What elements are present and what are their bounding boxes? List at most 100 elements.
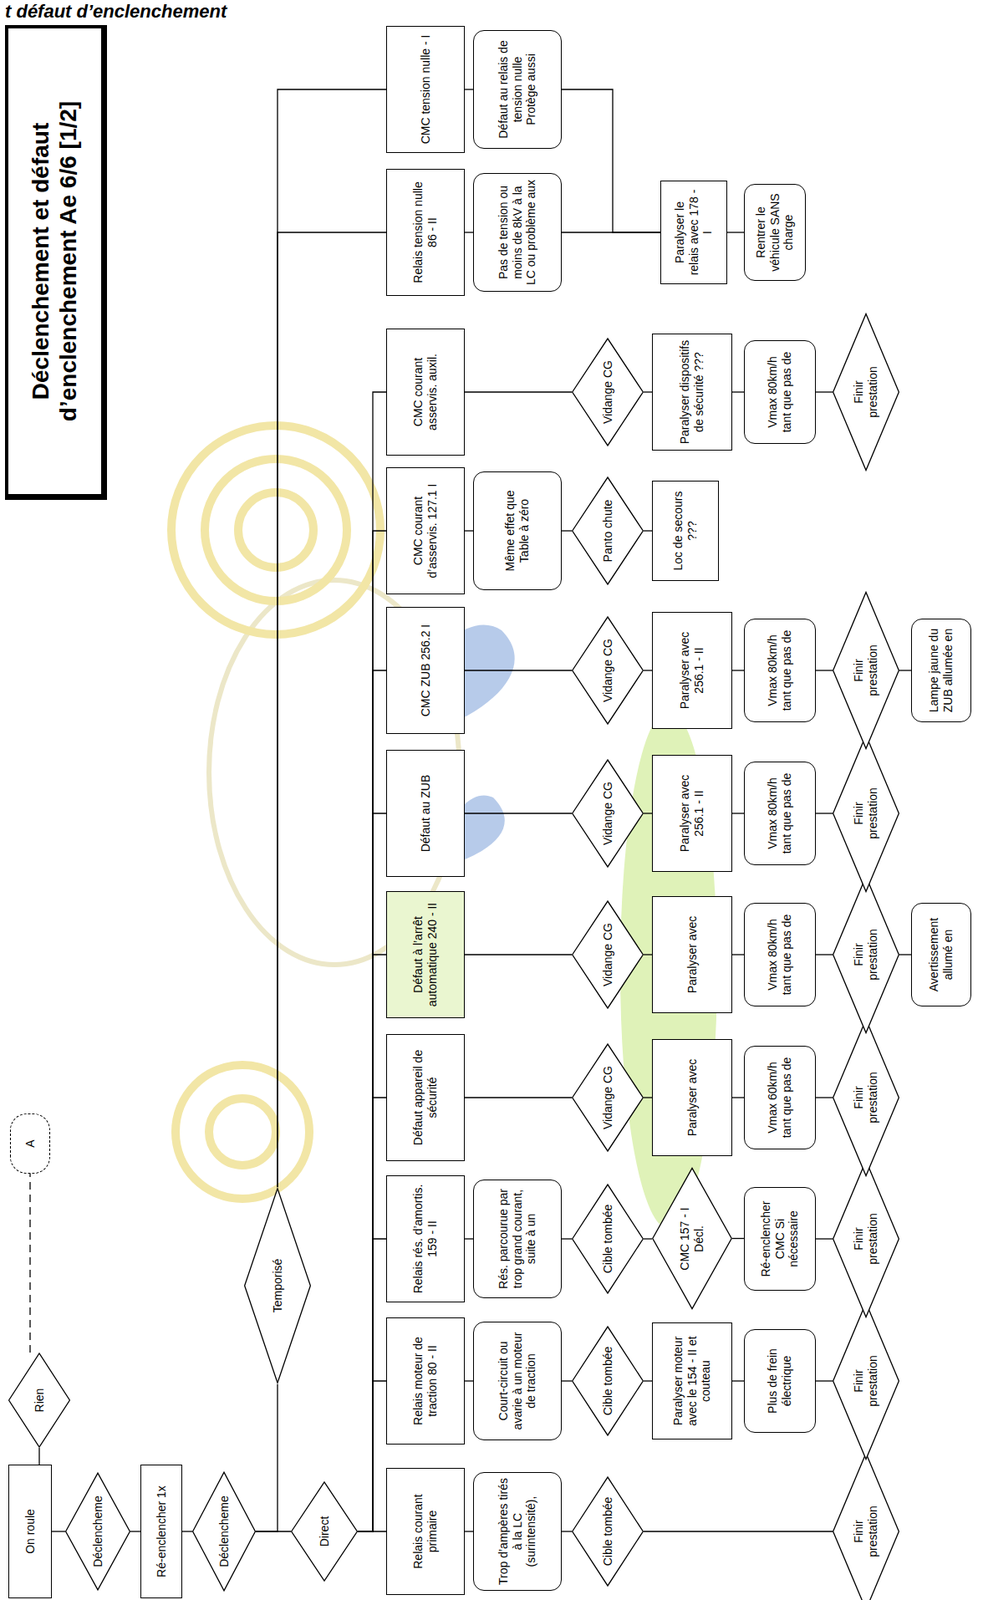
node-text: Ré-enclencher CMC Si nécessaire	[758, 1192, 801, 1285]
decision-diamond: Finir prestation	[832, 733, 900, 893]
node-text: CMC ZUB 256.2 I	[418, 624, 433, 717]
node-text: Direct	[317, 1516, 332, 1548]
text-stack: Vidange CG	[601, 781, 616, 846]
node-text: Finir prestation	[851, 1347, 881, 1415]
node-text: Paralyser dispositifs de sécurité ???	[677, 339, 707, 445]
decision-diamond: Cible tombée	[571, 1476, 644, 1587]
diamond-outline	[572, 1326, 644, 1436]
text-stack: Panto chute	[601, 499, 616, 563]
horn-curl	[208, 1098, 276, 1166]
connector	[643, 391, 652, 393]
connector	[464, 669, 572, 671]
node-text: Relais rés. d’amortis. 159 - II	[411, 1181, 440, 1297]
node-text: Paralyser le relais avec 178 - I	[672, 186, 715, 279]
text-stack: CMC courant asservis. auxil.	[411, 334, 440, 450]
text-stack: Paralyser le relais avec 178 - I	[672, 186, 715, 279]
node-text: Panto chute	[601, 499, 616, 563]
node-text: A	[23, 1139, 38, 1147]
note-box: Lampe jaune du ZUB allumée en	[911, 618, 972, 723]
connector	[732, 669, 744, 671]
node-text: Finir prestation	[851, 1064, 881, 1131]
diamond-outline	[193, 1471, 256, 1591]
connector	[277, 232, 387, 1187]
connector	[643, 953, 652, 955]
process-box: Paralyser avec	[651, 1039, 733, 1157]
text-stack: Ré-enclencher 1x	[154, 1485, 169, 1578]
text-stack: Trop d’ampères tirés à la LC (surintensi…	[496, 1477, 539, 1585]
text-stack: Finir prestation	[851, 1205, 881, 1273]
connector	[357, 670, 387, 1532]
process-box: Paralyser avec 256.1 - II	[651, 611, 733, 729]
connector	[561, 89, 661, 233]
process-box: Relais rés. d’amortis. 159 - II	[386, 1175, 465, 1303]
connector	[357, 813, 387, 1532]
connector	[357, 530, 387, 1532]
node-text: CMC courant asservis. auxil.	[411, 334, 440, 450]
diamond-outline	[833, 314, 900, 471]
node-text: Pas de tension ou moins de 8kV à la LC o…	[496, 178, 539, 286]
connector	[357, 392, 387, 1532]
node-text: Vmax 80km/h tant que pas de	[765, 346, 795, 439]
connector	[815, 1237, 833, 1239]
decision-diamond: Finir prestation	[832, 1301, 900, 1461]
text-stack: Même effet que Table à zéro	[503, 477, 532, 585]
connector	[182, 1530, 193, 1532]
node-text: Finir prestation	[851, 779, 881, 847]
process-box: Paralyser dispositifs de sécurité ???	[651, 333, 733, 451]
node-text: Finir prestation	[851, 1497, 881, 1565]
horn-curl	[175, 1064, 310, 1199]
node-text: CMC 157 - I Décl.	[677, 1202, 707, 1275]
diamond-outline	[833, 1453, 900, 1600]
text-stack: Finir prestation	[851, 358, 881, 426]
text-stack: Vmax 80km/h tant que pas de	[765, 908, 795, 1001]
node-text: Vidange CG	[601, 638, 616, 703]
decision-diamond: Vidange CG	[571, 337, 644, 447]
text-stack: Direct	[317, 1516, 332, 1548]
diamond-outline	[833, 1161, 900, 1318]
connector	[643, 1530, 833, 1532]
node-text: Déclencheme	[91, 1495, 106, 1568]
decision-diamond: CMC 157 - I Décl.	[651, 1167, 733, 1311]
text-stack: Finir prestation	[851, 1347, 881, 1415]
text-stack: Finir prestation	[851, 1064, 881, 1131]
text-stack: Vmax 80km/h tant que pas de	[765, 624, 795, 717]
note-box: Plus de frein électrique	[743, 1329, 816, 1433]
note-box: Vmax 60km/h tant que pas de	[743, 1045, 816, 1150]
node-text: Vidange CG	[601, 922, 616, 987]
node-text: Finir prestation	[851, 921, 881, 989]
process-box: Ré-enclencher 1x	[140, 1464, 183, 1599]
text-stack: Cible tombée	[601, 1346, 616, 1416]
node-text: Vmax 80km/h tant que pas de	[765, 767, 795, 860]
connector	[464, 1237, 474, 1239]
node-text: Paralyser avec 256.1 - II	[677, 760, 707, 866]
node-text: Lampe jaune du ZUB allumée en	[926, 624, 956, 717]
diamond-outline	[66, 1472, 131, 1590]
text-stack: Paralyser avec 256.1 - II	[677, 760, 707, 866]
text-stack: Défaut appareil de sécurité	[411, 1039, 440, 1156]
node-text: Vmax 80km/h tant que pas de	[765, 908, 795, 1001]
node-text: Vidange CG	[601, 1065, 616, 1130]
node-text: Finir prestation	[851, 1205, 881, 1273]
text-stack: Ré-enclencher CMC Si nécessaire	[758, 1192, 801, 1285]
process-box: CMC courant asservis. auxil.	[386, 328, 465, 456]
connector	[643, 1096, 652, 1098]
node-text: Finir prestation	[851, 636, 881, 704]
connector	[29, 1173, 31, 1353]
text-stack: Défaut au relais de tension nulle Protèg…	[496, 35, 539, 143]
text-stack: Relais tension nulle 86 - II	[411, 174, 440, 291]
diamond-outline	[833, 592, 900, 749]
decision-diamond: Cible tombée	[571, 1325, 644, 1437]
connector	[643, 1237, 652, 1239]
node-text: Rentrer le véhicule SANS charge	[753, 189, 796, 276]
process-box: Paralyser avec 256.1 - II	[651, 754, 733, 872]
decision-diamond: Vidange CG	[571, 900, 644, 1009]
decision-diamond: Finir prestation	[832, 1159, 900, 1319]
decision-diamond: Rien	[8, 1352, 71, 1448]
node-text: Relais moteur de traction 80 - II	[411, 1323, 440, 1439]
text-stack: Paralyser dispositifs de sécurité ???	[677, 339, 707, 445]
decision-diamond: Temporisé	[244, 1186, 311, 1385]
connector	[732, 1237, 744, 1239]
text-stack: Cible tombée	[601, 1497, 616, 1567]
connector	[561, 1237, 572, 1239]
note-box: Rés. parcourue par trop grand courant, s…	[473, 1179, 562, 1299]
